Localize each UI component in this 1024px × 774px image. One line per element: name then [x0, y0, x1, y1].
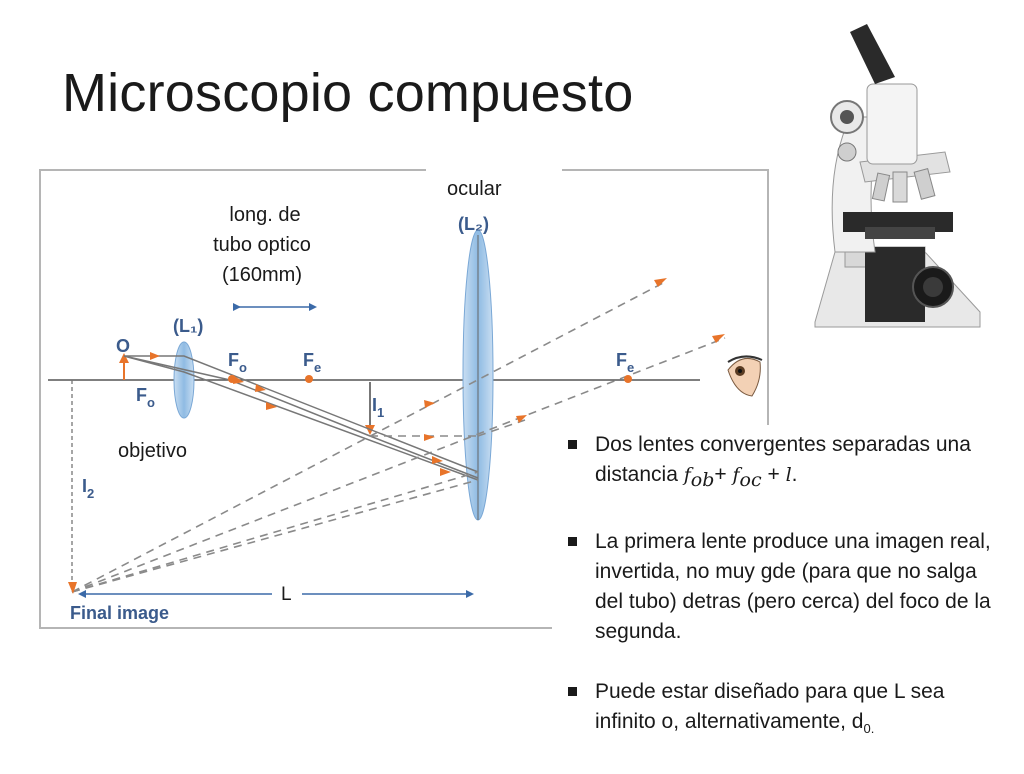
label-tube-line1: long. de	[229, 204, 300, 226]
label-fo-left: Fo	[136, 385, 155, 410]
ray-direction-arrows	[68, 278, 725, 594]
bullet-item-distance: Dos lentes convergentes separadas una di…	[566, 430, 1006, 497]
bullet-item-infinite-l: Puede estar diseñado para que L sea infi…	[566, 677, 1006, 744]
label-fe: Fe	[303, 350, 321, 375]
focal-point-fe-right	[624, 375, 632, 383]
real-rays	[123, 355, 479, 481]
label-tube-line2: tubo optico	[213, 234, 311, 256]
label-fe-right: Fe	[616, 350, 634, 375]
label-i2: I2	[82, 476, 94, 501]
label-i1: I1	[372, 395, 384, 420]
eye-icon	[727, 355, 763, 397]
bullet-item-first-lens: La primera lente produce una imagen real…	[566, 527, 1006, 647]
focal-point-fe	[305, 375, 313, 383]
label-l: L	[281, 584, 292, 605]
label-l2: (L₂)	[458, 214, 489, 234]
focal-point-fo	[228, 375, 236, 383]
bullet-list: Dos lentes convergentes separadas una di…	[566, 430, 1006, 774]
label-tube-line3: (160mm)	[222, 264, 302, 286]
label-final-image: Final image	[70, 603, 169, 623]
distance-formula: fob+ foc + l.	[683, 463, 798, 492]
label-objetivo: objetivo	[118, 440, 187, 462]
slide-title: Microscopio compuesto	[62, 63, 634, 123]
microscope-picture	[814, 24, 981, 328]
label-ocular: ocular	[447, 178, 502, 200]
virtual-rays	[71, 281, 726, 593]
objective-lens-l1	[173, 341, 195, 419]
diagram-frame	[39, 169, 769, 629]
label-l1: (L₁)	[173, 316, 203, 336]
label-object-o: O	[116, 336, 130, 356]
label-fo: Fo	[228, 350, 247, 375]
